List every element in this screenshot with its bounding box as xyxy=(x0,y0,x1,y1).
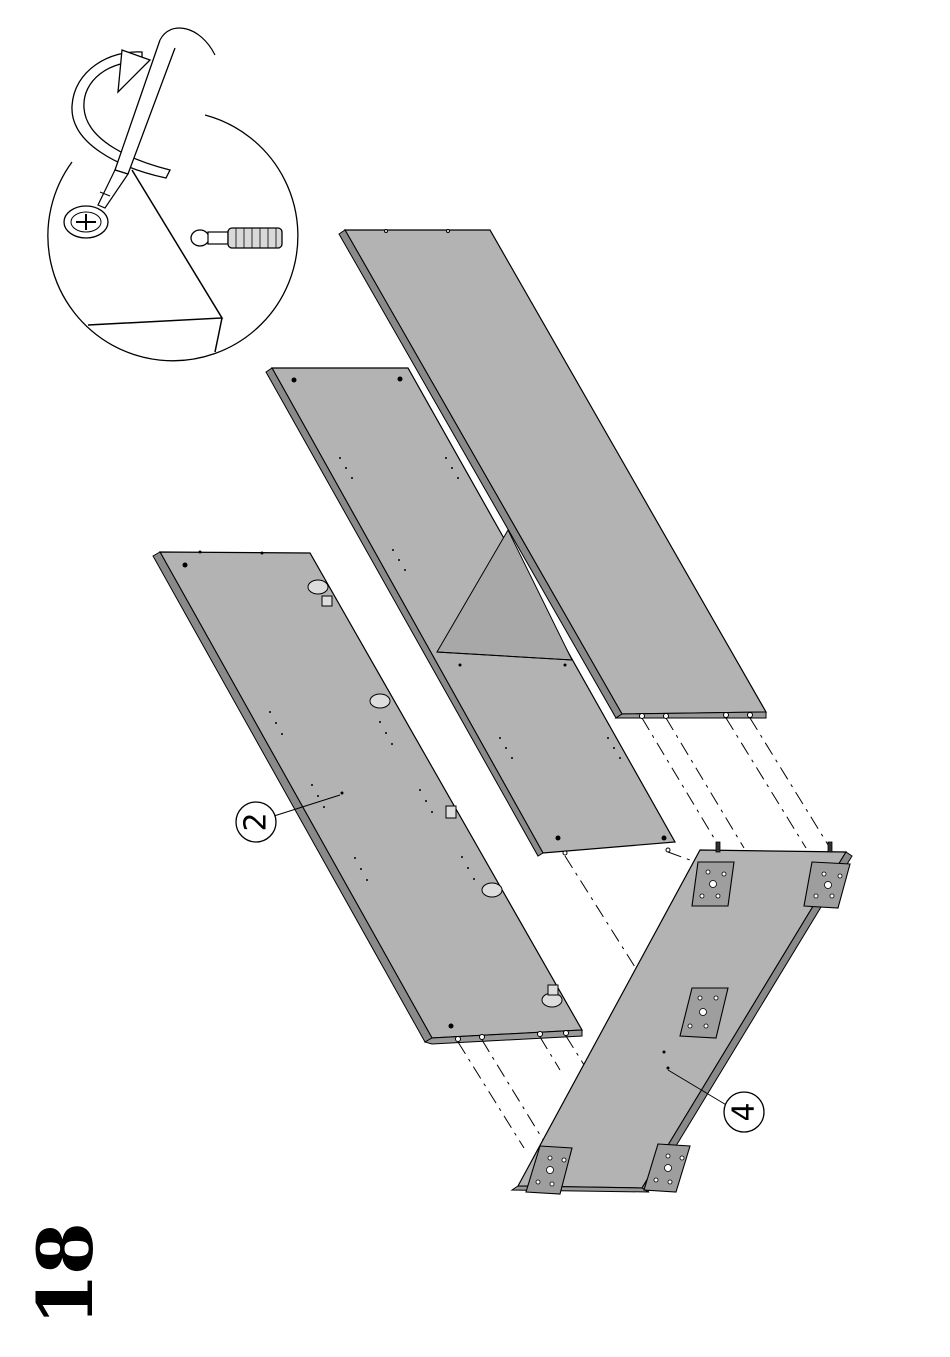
callout-4-label: 4 xyxy=(727,1102,762,1121)
callout-2-label: 2 xyxy=(239,812,274,831)
callout-4: 4 xyxy=(724,1092,764,1132)
cam-dowel-icon xyxy=(191,228,282,248)
callout-2: 2 xyxy=(236,802,276,842)
detail-inset xyxy=(48,28,298,361)
screw-head-icon xyxy=(64,206,108,238)
page-number: 18 xyxy=(10,1220,120,1330)
